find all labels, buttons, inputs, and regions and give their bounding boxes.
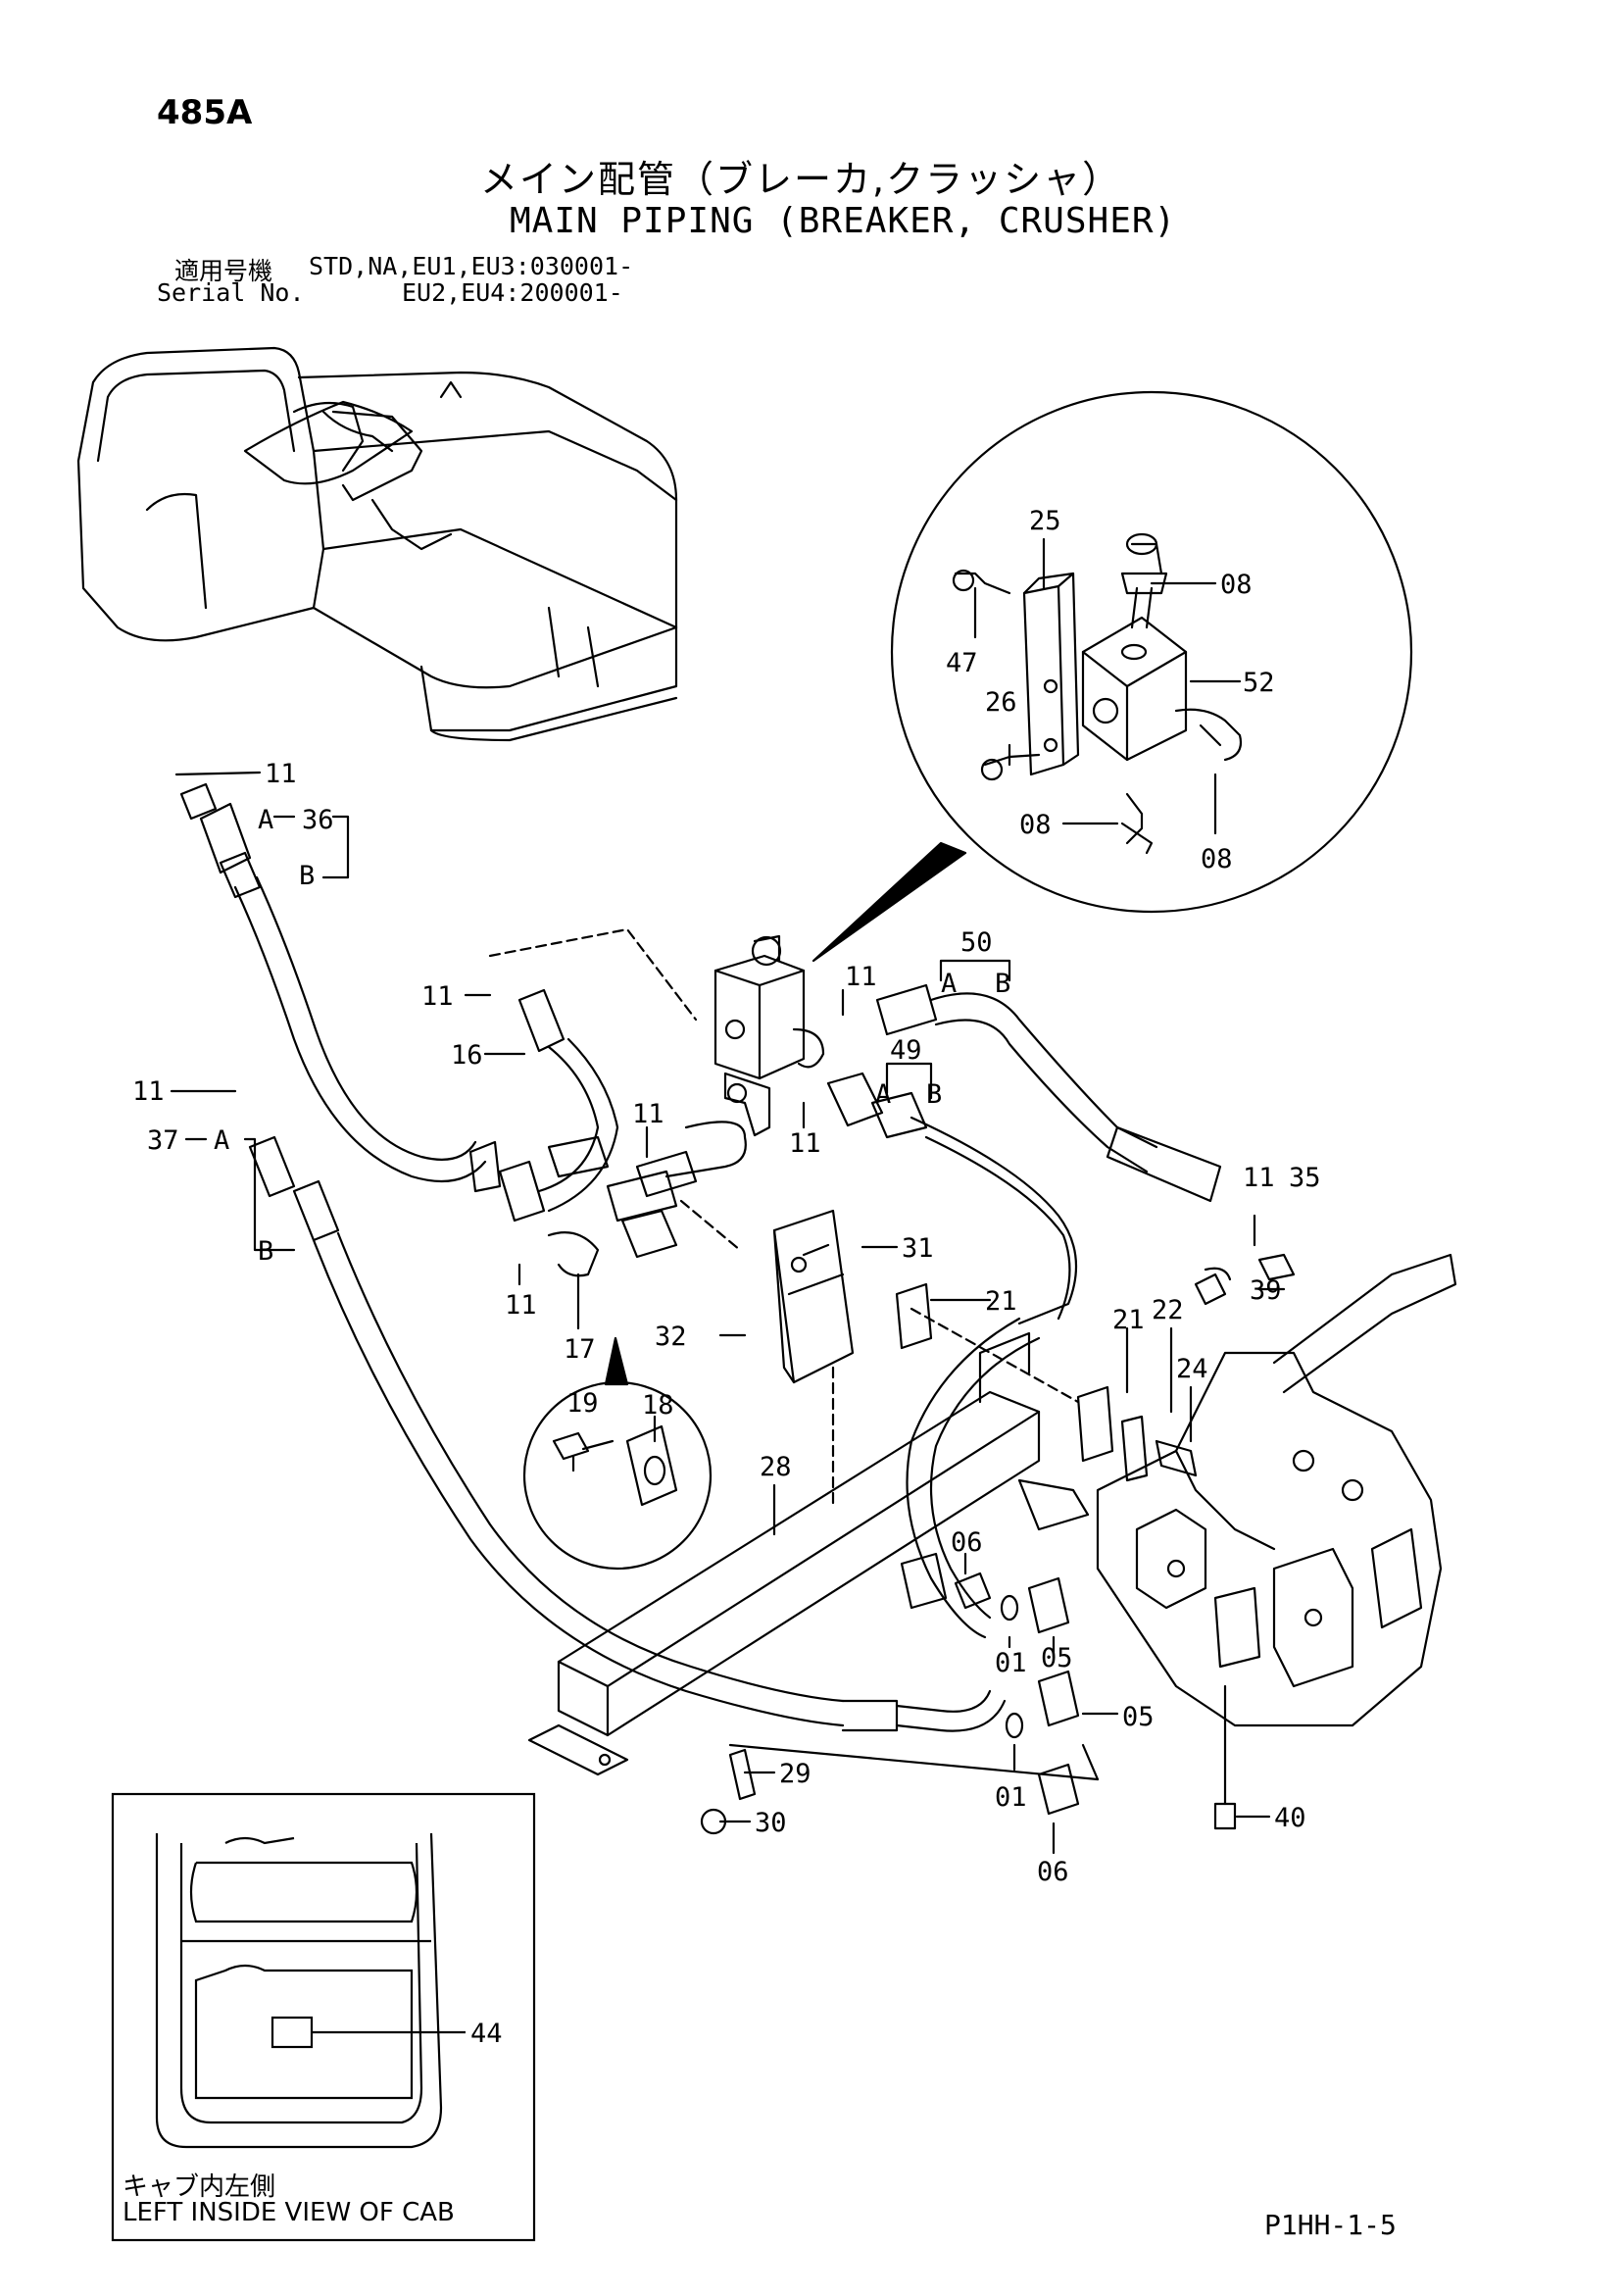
callout-47: 47 [946,648,978,678]
callout-24: 24 [1176,1354,1208,1384]
callout-11: 11 [1243,1163,1275,1193]
excavator-overview-sketch [76,346,678,742]
callout-50: 50 [960,927,993,958]
callout-26: 26 [985,687,1017,718]
callout-11: 11 [132,1076,165,1107]
callout-17: 17 [564,1334,596,1365]
callout-30: 30 [755,1808,787,1838]
page-number: 485A [157,93,253,132]
valve-block-main [713,934,825,1137]
callout-28: 28 [760,1452,792,1482]
callout-21: 21 [985,1286,1017,1317]
callout-11: 11 [265,759,297,789]
callout-16: 16 [451,1040,483,1071]
callout-labels: 11 A 36 B 25 08 47 52 26 08 08 11 16 11 … [132,506,1321,2049]
title-japanese: メイン配管（ブレーカ,クラッシャ） [480,158,1122,201]
inset-caption-en: LEFT INSIDE VIEW OF CAB [123,2198,455,2227]
inset-caption-jp: キャブ内左側 [123,2172,276,2202]
title-english: MAIN PIPING (BREAKER, CRUSHER) [510,201,1177,241]
callout-11: 11 [505,1290,537,1321]
callout-06: 06 [951,1527,983,1558]
callout-11: 11 [421,981,454,1012]
callout-35: 35 [1289,1163,1321,1193]
hose-36 [179,782,502,1193]
callout-B: B [926,1079,942,1110]
callout-A: A [214,1125,229,1156]
callout-31: 31 [902,1233,934,1264]
cab-inset-frame [111,1792,536,2242]
serial-line-1: STD,NA,EU1,EU3:030001- [309,252,634,280]
callout-A: A [875,1079,891,1110]
callout-A: A [941,969,957,999]
hose-16 [498,988,619,1223]
callout-05: 05 [1122,1702,1155,1732]
callout-37: 37 [147,1125,179,1156]
callout-08: 08 [1019,810,1052,840]
callout-01: 01 [995,1782,1027,1813]
callout-01: 01 [995,1648,1027,1678]
hose-37 [248,1135,1007,1732]
callout-11: 11 [632,1099,664,1129]
serial-line-2: EU2,EU4:200001- [402,278,623,307]
valve-detail-parts [952,532,1243,855]
callout-25: 25 [1029,506,1061,536]
callout-21: 21 [1112,1305,1145,1335]
callout-A: A [258,805,273,835]
callout-40: 40 [1274,1803,1306,1833]
callout-06: 06 [1037,1857,1069,1887]
detail-circle-valve [890,390,1413,914]
callout-B: B [258,1236,273,1267]
hose-50 [875,983,1222,1203]
detail-pointer-valve [812,841,967,963]
control-valve-assembly [1096,1253,1457,1830]
callout-08: 08 [1220,570,1253,600]
callout-32: 32 [655,1322,687,1352]
footer-page-code: P1HH-1-5 [1264,2209,1397,2241]
callout-B: B [299,861,315,891]
callout-11: 11 [789,1128,821,1159]
callout-19: 19 [566,1388,599,1419]
callout-22: 22 [1152,1295,1184,1325]
callout-36: 36 [302,805,334,835]
detail-circle-clamp [522,1380,713,1571]
callout-52: 52 [1243,668,1275,698]
cab-inset [111,1792,536,2242]
callout-18: 18 [642,1390,674,1421]
callout-44: 44 [470,2019,503,2049]
callout-39: 39 [1250,1275,1282,1306]
serial-label-jp: 適用号機 [174,257,273,285]
callout-05: 05 [1041,1643,1073,1673]
callout-08: 08 [1201,844,1233,874]
callout-29: 29 [779,1759,812,1789]
callout-11: 11 [845,962,877,992]
hose-49 [826,1072,1078,1639]
callout-B: B [995,969,1010,999]
callout-49: 49 [890,1035,922,1066]
support-bracket-28 [527,1331,1090,1776]
serial-label-en: Serial No. [157,278,305,307]
